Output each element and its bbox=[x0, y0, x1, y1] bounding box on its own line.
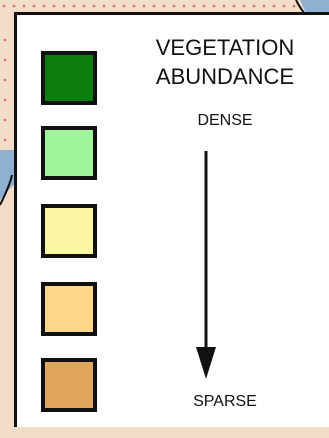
vegetation-legend: VEGETATION ABUNDANCE DENSE SPARSE bbox=[14, 12, 329, 427]
down-arrow-icon bbox=[196, 151, 216, 379]
legend-title-line2: ABUNDANCE bbox=[155, 64, 295, 89]
legend-swatch-moderate bbox=[41, 204, 97, 258]
legend-swatch-moderately-sparse bbox=[41, 282, 97, 336]
dot-pattern bbox=[2, 4, 296, 142]
legend-label-sparse: SPARSE bbox=[193, 393, 257, 410]
legend-title: VEGETATION ABUNDANCE bbox=[125, 33, 325, 91]
legend-swatch-moderately-dense bbox=[41, 126, 97, 180]
coastline bbox=[0, 174, 13, 206]
legend-swatch-dense bbox=[41, 51, 97, 105]
legend-swatch-sparse bbox=[41, 358, 97, 412]
legend-title-line1: VEGETATION bbox=[155, 35, 295, 60]
legend-label-dense: DENSE bbox=[197, 112, 253, 129]
